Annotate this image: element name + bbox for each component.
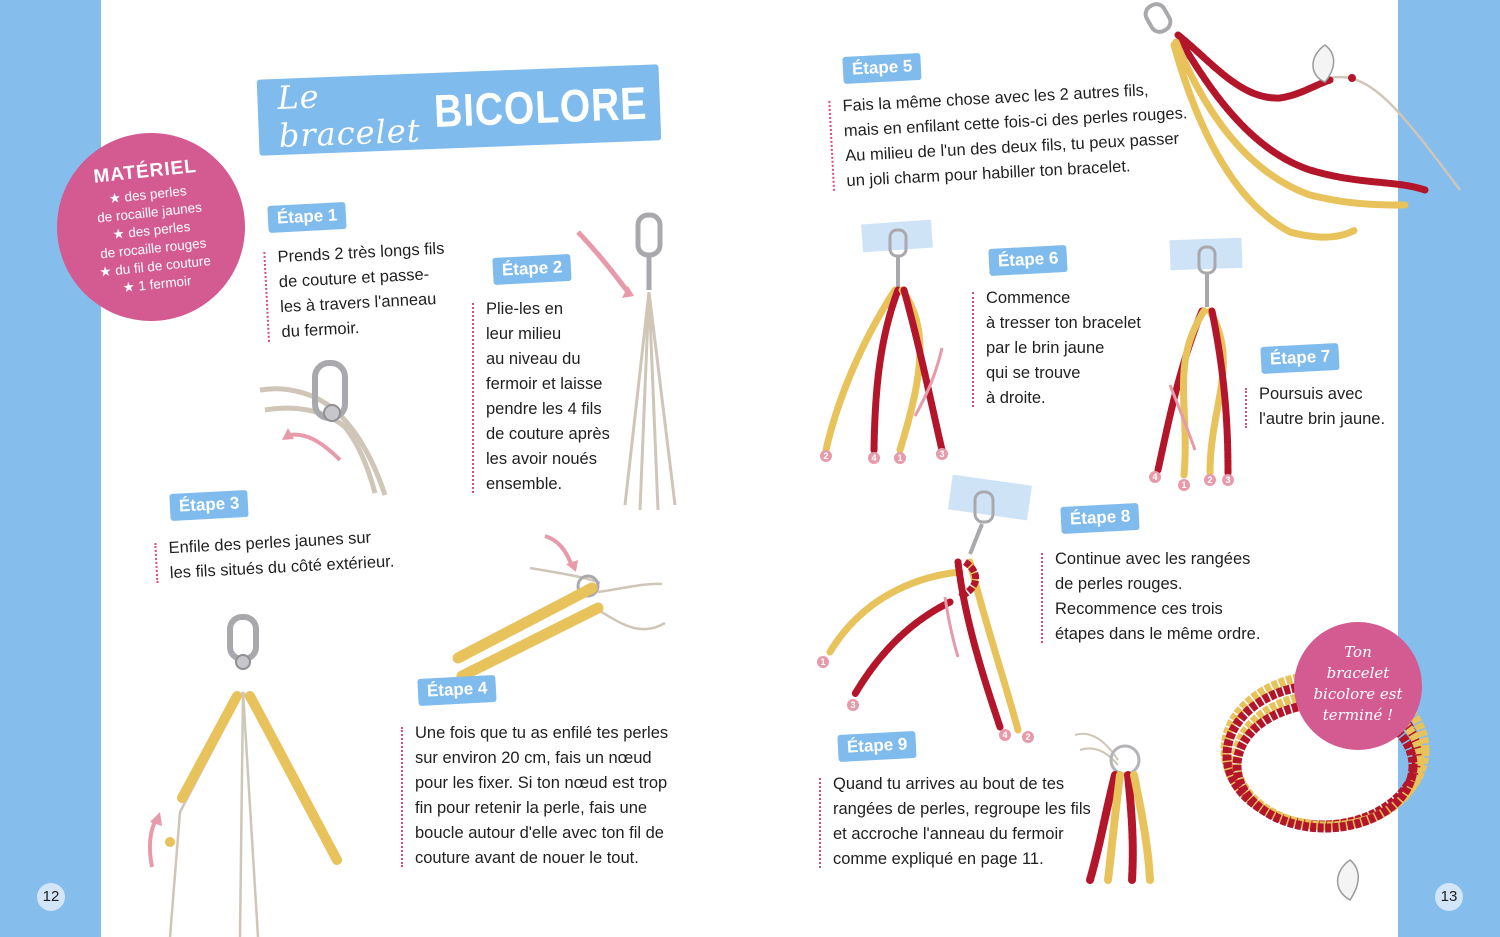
step-6-label: Étape 6 — [988, 244, 1069, 276]
text-line: Poursuis avec — [1259, 385, 1363, 403]
title-script: Le bracelet — [276, 77, 422, 155]
text-line: Quand tu arrives au bout de tes — [833, 775, 1065, 793]
text-line: de couture après — [486, 425, 610, 443]
strand-number: 1 — [1181, 480, 1186, 490]
step-9-label: Étape 9 — [837, 730, 918, 762]
text-line: l'autre brin jaune. — [1259, 410, 1386, 428]
text-line: de perles rouges. — [1055, 575, 1183, 593]
step-3-text: Enfile des perles jaunes sur les fils si… — [154, 525, 395, 587]
text-line: Recommence ces trois — [1055, 600, 1223, 618]
strand-number: 3 — [1225, 475, 1230, 485]
strand-number: 4 — [1152, 472, 1157, 482]
text-line: au niveau du — [486, 350, 581, 368]
text-line: et accroche l'anneau du fermoir — [833, 825, 1064, 843]
step-2-text: Plie-les en leur milieu au niveau du fer… — [472, 297, 610, 497]
text-line: les avoir noués — [486, 450, 597, 468]
step-4-text: Une fois que tu as enfilé tes perles sur… — [401, 721, 668, 871]
step-5-strands-with-charm-illustration — [1143, 2, 1461, 241]
step-7-braid-illustration: 4 1 2 3 — [1149, 237, 1243, 491]
bubble-line: terminé ! — [1322, 706, 1394, 724]
text-line: étapes dans le même ordre. — [1055, 625, 1261, 643]
strand-number: 1 — [897, 453, 902, 463]
strand-number: 3 — [939, 449, 944, 459]
step-8-text: Continue avec les rangées de perles roug… — [1041, 547, 1260, 647]
text-line: par le brin jaune — [986, 339, 1105, 357]
strand-number: 2 — [1025, 732, 1030, 742]
step-3-yellow-beads-illustration — [147, 614, 342, 937]
step-7-text: Poursuis avec l'autre brin jaune. — [1245, 382, 1385, 432]
text-line: sur environ 20 cm, fais un nœud — [415, 749, 652, 767]
text-line: comme expliqué en page 11. — [833, 850, 1044, 868]
strand-number: 4 — [871, 453, 876, 463]
text-line: à droite. — [986, 389, 1046, 407]
text-line: pendre les 4 fils — [486, 400, 602, 418]
step-3-label: Étape 3 — [169, 489, 250, 521]
step-2-label: Étape 2 — [492, 253, 573, 285]
step-4-knot-illustration — [452, 534, 666, 682]
step-1-label: Étape 1 — [267, 201, 348, 233]
step-8-braid-illustration: 1 3 4 2 — [817, 474, 1034, 743]
step-1-clasp-illustration — [259, 360, 388, 496]
step-7-label: Étape 7 — [1260, 342, 1341, 374]
bubble-line: bicolore est — [1313, 685, 1403, 703]
step-1-text: Prends 2 très longs fils de couture et p… — [263, 237, 449, 346]
strand-number: 3 — [850, 700, 855, 710]
text-line: Une fois que tu as enfilé tes perles — [415, 724, 669, 742]
text-line: fin pour retenir la perle, fais une — [415, 799, 648, 817]
text-line: Plie-les en — [486, 300, 564, 318]
text-line: à tresser ton bracelet — [986, 314, 1141, 332]
page-number-left: 12 — [37, 883, 65, 911]
left-page-margin — [0, 0, 101, 937]
step-6-text: Commence à tresser ton bracelet par le b… — [972, 286, 1141, 411]
bubble-line: Ton — [1344, 643, 1372, 661]
page-number-right: 13 — [1435, 883, 1463, 911]
step-6-braid-illustration: 2 4 1 3 — [820, 219, 948, 464]
text-line: fermoir et laisse — [486, 375, 603, 393]
step-2-clasp-threads-illustration — [576, 212, 677, 511]
step-5-label: Étape 5 — [842, 52, 923, 84]
text-line: qui se trouve — [986, 364, 1081, 382]
text-line: boucle autour d'elle avec ton fil de — [415, 824, 664, 842]
text-line: Continue avec les rangées — [1055, 550, 1251, 568]
step-5-text: Fais la même chose avec les 2 autres fil… — [828, 76, 1191, 195]
step-8-label: Étape 8 — [1060, 502, 1141, 534]
text-line: Commence — [986, 289, 1071, 307]
step-9-text: Quand tu arrives au bout de tes rangées … — [819, 772, 1091, 872]
text-line: pour les fixer. Si ton nœud est trop — [415, 774, 668, 792]
strand-number: 1 — [820, 657, 825, 667]
step-9-finish-illustration — [1074, 732, 1154, 884]
bubble-line: bracelet — [1326, 664, 1390, 682]
strand-number: 4 — [1002, 730, 1007, 740]
page-title-banner: Le bracelet BICOLORE — [256, 64, 662, 156]
step-4-label: Étape 4 — [417, 674, 498, 706]
text-line: couture avant de nouer le tout. — [415, 849, 639, 867]
strand-number: 2 — [823, 451, 828, 461]
text-line: leur milieu — [486, 325, 562, 343]
text-line: ensemble. — [486, 475, 563, 493]
text-line: rangées de perles, regroupe les fils — [833, 800, 1091, 818]
title-main: BICOLORE — [432, 76, 648, 137]
strand-number: 2 — [1207, 475, 1212, 485]
finished-bubble: Ton bracelet bicolore est terminé ! — [1294, 622, 1422, 750]
